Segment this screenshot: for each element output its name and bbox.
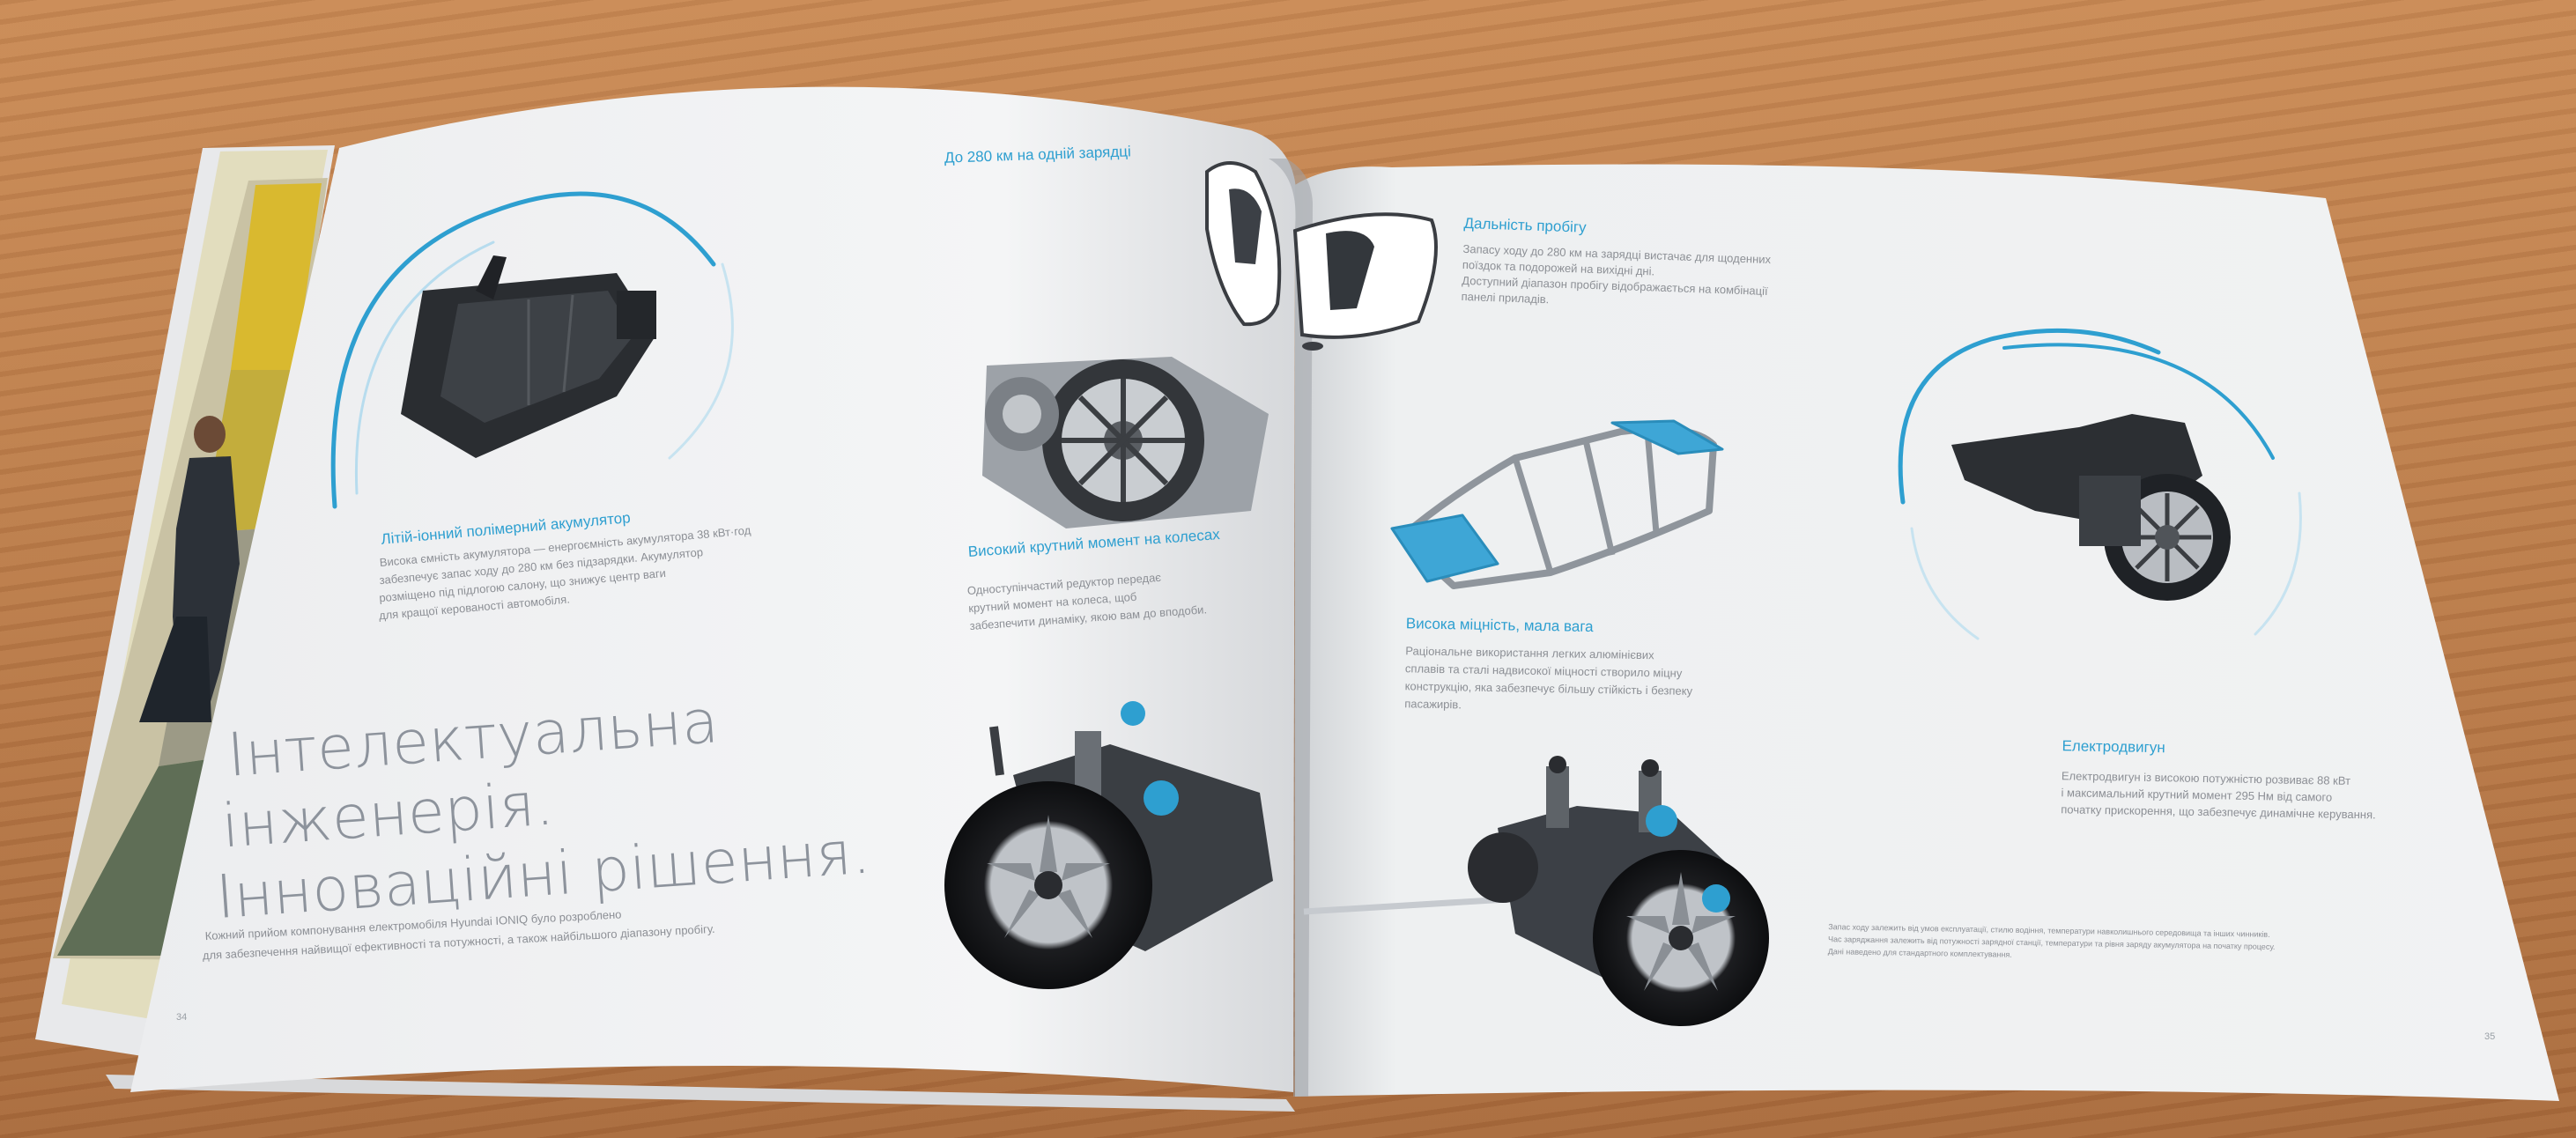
caption-body: Висока міцність, мала вага Раціональне в… — [1404, 615, 1693, 711]
caption-motor: Електродвигун Електродвигун із високою п… — [2061, 737, 2376, 821]
car-body-frame-icon — [1390, 419, 1724, 589]
car-top-view-icon — [1205, 161, 1438, 351]
person-photo — [53, 178, 328, 960]
caption-motor-line-3: початку прискорення, що забезпечує динам… — [2061, 802, 2376, 821]
electric-motor-icon — [1951, 414, 2231, 601]
caption-body-line-1: Раціональне використання легких алюмініє… — [1405, 644, 1654, 661]
left-page-number: 34 — [176, 1012, 187, 1023]
motor-accent-arcs — [1898, 328, 2302, 640]
caption-range-line-4: панелі приладів. — [1461, 290, 1549, 306]
right-page-number: 35 — [2484, 1031, 2495, 1042]
caption-range-title: Дальність пробігу — [1463, 215, 1587, 236]
caption-body-line-4: пасажирів. — [1404, 697, 1462, 711]
caption-motor-line-1: Електродвигун із високою потужністю розв… — [2062, 769, 2350, 787]
front-suspension-icon — [1303, 756, 1769, 1026]
footnote-line-3: Дані наведено для стандартного комплекту… — [1828, 947, 2012, 959]
battery-accent-arcs — [330, 191, 734, 509]
battery-pack-icon — [401, 255, 656, 458]
reduction-gear-icon — [982, 357, 1269, 528]
caption-body-title: Висока міцність, мала вага — [1406, 615, 1595, 635]
rear-suspension-icon — [944, 701, 1273, 989]
caption-motor-line-2: і максимальний крутний момент 295 Нм від… — [2062, 786, 2333, 803]
caption-motor-title: Електродвигун — [2062, 737, 2165, 756]
caption-body-line-3: конструкцію, яка забезпечує більшу стійк… — [1405, 679, 1693, 698]
caption-body-line-2: сплавів та сталі надвисокої міцності ств… — [1405, 661, 1683, 679]
spine-shadow — [1269, 159, 1313, 1097]
